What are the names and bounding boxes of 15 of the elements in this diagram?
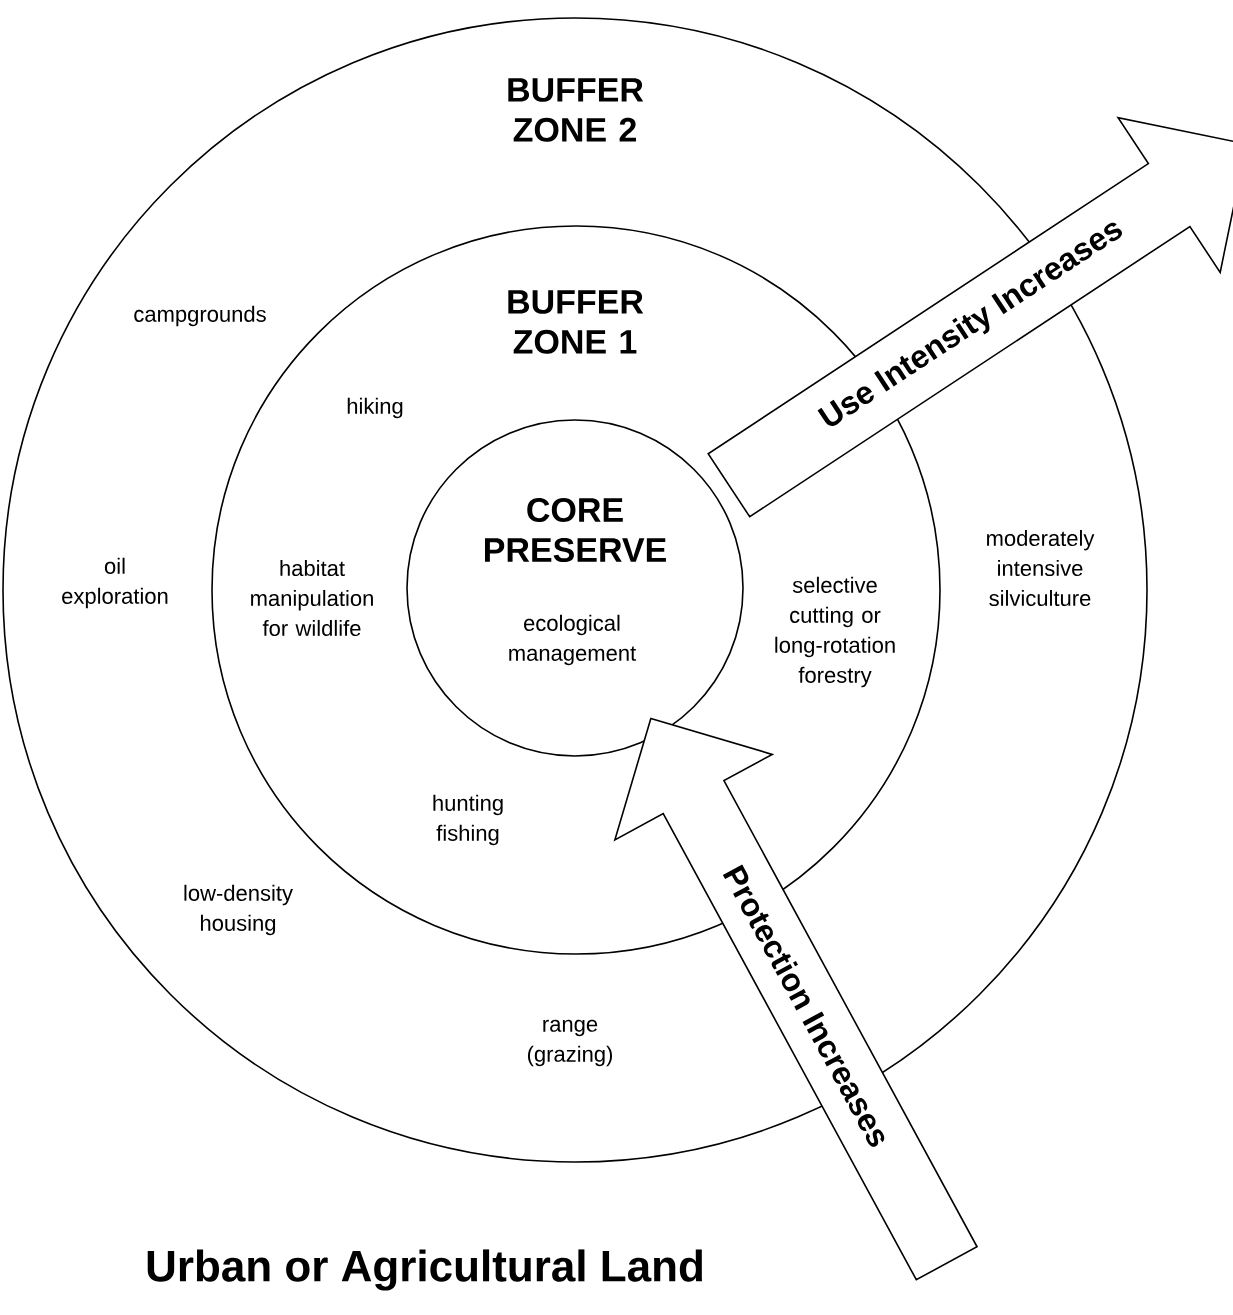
zone-title: BUFFER ZONE 1 <box>508 290 644 354</box>
zone-circle <box>406 419 744 757</box>
activity-label: ecological management <box>509 614 637 666</box>
activity-label: habitat manipulation for wildlife <box>251 559 373 637</box>
activity-label: range (grazing) <box>527 1019 612 1067</box>
zone-title: BUFFER ZONE 2 <box>508 78 644 142</box>
activity-label: campgrounds <box>134 305 266 327</box>
activity-label: hiking <box>347 397 403 419</box>
activity-label: selective cutting or long-rotation forestry <box>775 576 895 688</box>
activity-label: moderately intensive silviculture <box>987 529 1095 607</box>
activity-label: low-density housing <box>184 884 293 936</box>
activity-label: hunting fishing <box>433 794 503 846</box>
zone-circle <box>2 17 1148 1163</box>
zone-title: CORE PRESERVE <box>485 497 666 563</box>
activity-label: oil exploration <box>62 557 168 609</box>
